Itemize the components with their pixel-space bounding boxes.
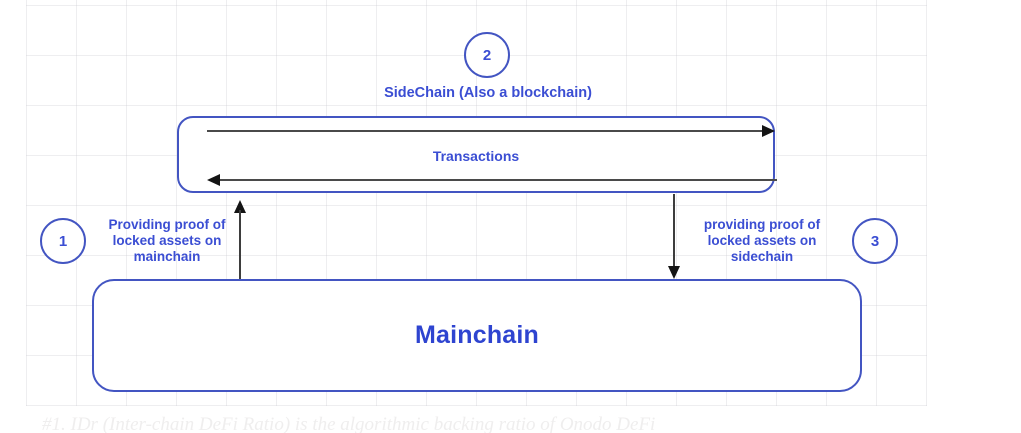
- arrow-right-head-icon: [762, 125, 775, 137]
- right-proof-label: providing proof of locked assets on side…: [703, 217, 821, 264]
- step-badge-3: 3: [852, 218, 898, 264]
- arrow-mainchain-to-sidechain: [207, 125, 775, 137]
- arrow-up-proof: [234, 200, 246, 280]
- left-proof-label: Providing proof of locked assets on main…: [108, 217, 226, 264]
- transactions-label: Transactions: [432, 148, 520, 164]
- arrow-up-head-icon: [234, 200, 246, 213]
- step-number: 2: [482, 46, 492, 64]
- arrow-down-head-icon: [668, 266, 680, 279]
- mainchain-box: Mainchain: [92, 279, 862, 392]
- arrow-down-proof: [668, 194, 680, 279]
- sidechain-transactions-box: Transactions: [177, 116, 777, 193]
- caption-text: #1. IDr (Inter-chain DeFi Ratio) is the …: [42, 414, 656, 433]
- mainchain-label: Mainchain: [414, 321, 540, 349]
- arrow-sidechain-to-mainchain: [207, 174, 777, 186]
- step-number: 3: [870, 232, 880, 250]
- step-badge-1: 1: [40, 218, 86, 264]
- sidechain-title: SideChain (Also a blockchain): [384, 85, 592, 101]
- step-badge-2: 2: [464, 32, 510, 78]
- arrow-left-head-icon: [207, 174, 220, 186]
- step-number: 1: [58, 232, 68, 250]
